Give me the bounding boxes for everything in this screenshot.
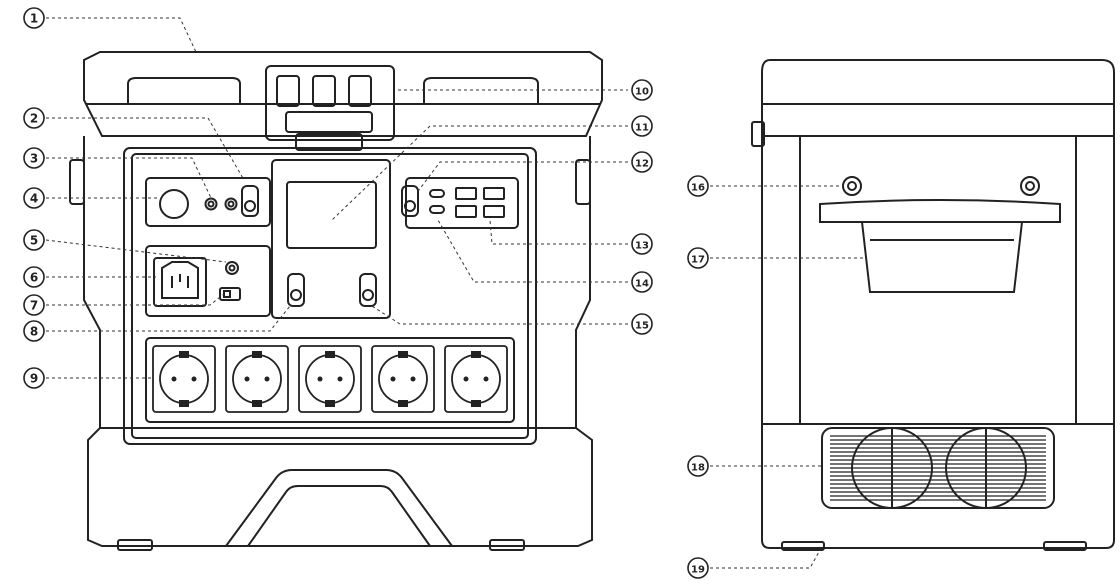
usb-c-port-upper (429, 189, 445, 198)
callout-circle (687, 247, 709, 269)
callout-19: 19 (687, 557, 709, 579)
dc-input-group (145, 177, 271, 227)
callout-10: 10 (631, 79, 653, 101)
ac-sockets (152, 345, 508, 413)
ac-socket (371, 345, 435, 413)
side-handle-left (69, 159, 85, 205)
callout-1: 1 (23, 7, 45, 29)
callout-number: 5 (30, 234, 38, 248)
callout-circle (631, 79, 653, 101)
callout-11: 11 (631, 115, 653, 137)
usb-switch (401, 185, 419, 217)
callout-16: 16 (687, 175, 709, 197)
vent-slats (830, 435, 1046, 501)
reset-button (225, 261, 239, 275)
callout-number: 12 (635, 159, 649, 170)
main-power-switch (287, 273, 305, 307)
callout-8: 8 (23, 320, 45, 342)
callout-circle (631, 151, 653, 173)
callout-circle (631, 271, 653, 293)
display-frame (271, 159, 391, 319)
callout-number: 10 (635, 87, 649, 98)
front-panel (123, 147, 537, 445)
side-knob-left (842, 176, 862, 196)
callout-circle (23, 294, 45, 316)
ac-charge-switch (219, 287, 241, 301)
callout-number: 17 (691, 255, 705, 266)
callout-13: 13 (631, 233, 653, 255)
callout-number: 15 (635, 321, 649, 332)
callout-12: 12 (631, 151, 653, 173)
callout-circle (23, 7, 45, 29)
dc-switch (241, 185, 259, 217)
dc-input-port (159, 189, 189, 219)
callout-number: 4 (30, 192, 38, 206)
callout-5: 5 (23, 229, 45, 251)
side-handle (819, 199, 1061, 293)
display-screen (286, 181, 377, 249)
ac-inlet (153, 257, 207, 307)
callout-circle (687, 557, 709, 579)
callout-number: 2 (30, 112, 38, 126)
front-view (69, 51, 603, 551)
callout-circle (23, 320, 45, 342)
fan-vent (821, 427, 1055, 509)
callout-circle (631, 233, 653, 255)
callout-circle (23, 229, 45, 251)
lid-handle-left (127, 77, 241, 104)
callout-17: 17 (687, 247, 709, 269)
callout-number: 19 (691, 565, 705, 576)
callout-6: 6 (23, 266, 45, 288)
callout-circle (631, 313, 653, 335)
ac-socket (298, 345, 362, 413)
callout-number: 7 (30, 299, 38, 313)
callout-15: 15 (631, 313, 653, 335)
callout-circle (23, 187, 45, 209)
front-lid (83, 51, 603, 137)
front-body (83, 136, 593, 547)
callout-number: 13 (635, 241, 649, 252)
side-lid (761, 59, 1115, 137)
ac-output-switch (359, 273, 377, 307)
callout-number: 16 (691, 183, 705, 194)
ac-socket (225, 345, 289, 413)
callout-number: 9 (30, 372, 38, 386)
side-handle-right (575, 159, 591, 205)
callout-9: 9 (23, 367, 45, 389)
callout-circle (23, 147, 45, 169)
callout-circle (631, 115, 653, 137)
callout-circle (23, 367, 45, 389)
callout-number: 11 (635, 123, 649, 134)
usb-c-port-lower (429, 205, 445, 214)
callout-3: 3 (23, 147, 45, 169)
lid-latch (265, 65, 395, 141)
callout-number: 1 (30, 12, 38, 26)
callout-number: 3 (30, 152, 38, 166)
callout-number: 14 (635, 279, 649, 290)
callout-circle (687, 455, 709, 477)
ac-socket-strip (145, 337, 515, 423)
ac-socket (152, 345, 216, 413)
ac-input-group (145, 245, 271, 317)
callout-number: 8 (30, 325, 38, 339)
callout-circle (23, 107, 45, 129)
callout-circle (23, 266, 45, 288)
callout-4: 4 (23, 187, 45, 209)
ac-socket (444, 345, 508, 413)
callout-2: 2 (23, 107, 45, 129)
leader-lines (45, 17, 866, 569)
callout-18: 18 (687, 455, 709, 477)
callout-14: 14 (631, 271, 653, 293)
lid-handle-right (423, 77, 539, 104)
bottom-arch (225, 469, 453, 547)
callout-circle (687, 175, 709, 197)
side-knob-right (1020, 176, 1040, 196)
side-body (761, 136, 1115, 549)
callout-number: 6 (30, 271, 38, 285)
callout-7: 7 (23, 294, 45, 316)
callout-number: 18 (691, 463, 705, 474)
